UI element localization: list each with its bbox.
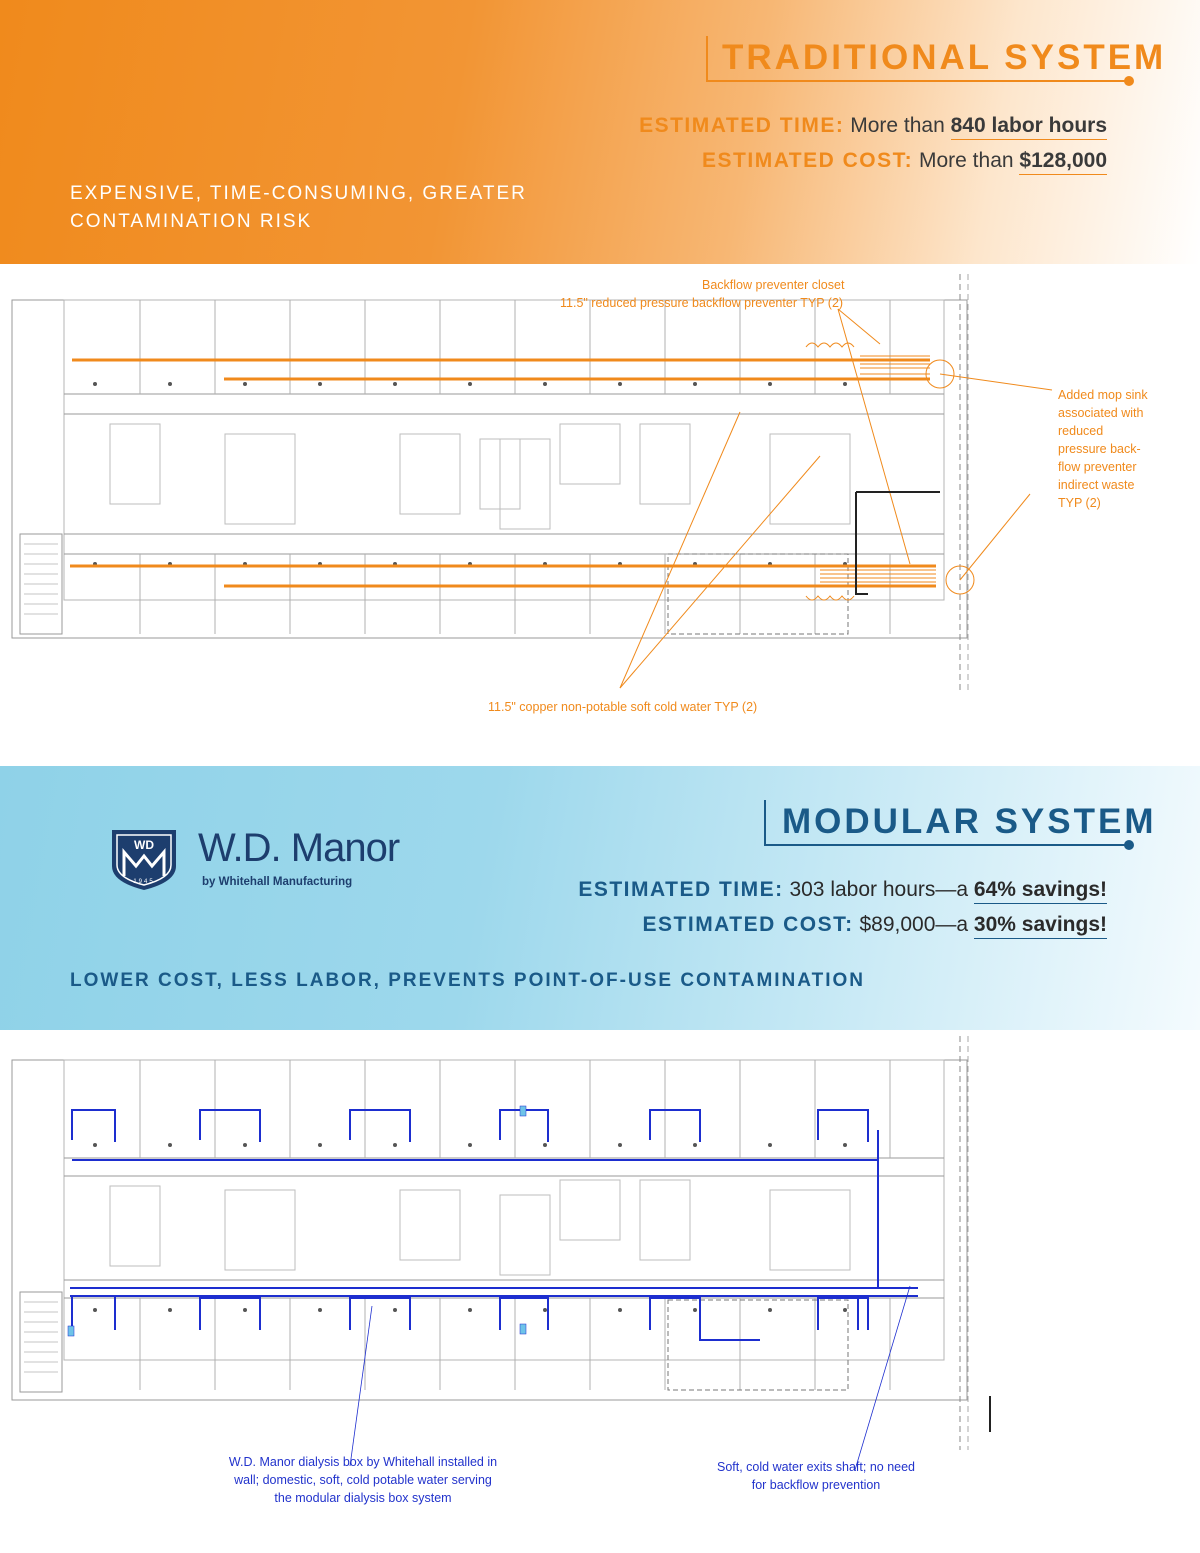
traditional-time-value: 840 labor hours: [950, 114, 1107, 140]
traditional-time-label: ESTIMATED TIME:: [639, 114, 845, 137]
traditional-cost-line: ESTIMATED COST: More than $128,000: [702, 149, 1107, 175]
traditional-title: TRADITIONAL SYSTEM: [722, 38, 1167, 77]
modular-tagline: LOWER COST, LESS LABOR, PREVENTS POINT-O…: [70, 970, 865, 991]
modular-plan-drawing: [11, 1036, 991, 1471]
callout-backflow-closet: Backflow preventer closet: [702, 278, 845, 292]
traditional-floor-plan: Backflow preventer closet 11.5" reduced …: [0, 264, 1200, 734]
traditional-cost-label: ESTIMATED COST:: [702, 149, 914, 172]
logo-letters: WD: [134, 838, 154, 852]
traditional-tagline: EXPENSIVE, TIME-CONSUMING, GREATER CONTA…: [70, 183, 527, 232]
traditional-cost-value: $128,000: [1019, 149, 1107, 175]
modular-time-line: ESTIMATED TIME: 303 labor hours—a 64% sa…: [578, 878, 1107, 904]
modular-time-text: 303 labor hours—a: [789, 878, 969, 901]
modular-cost-label: ESTIMATED COST:: [642, 913, 854, 936]
callout-mop-sink: Added mop sink associated with reduced p…: [1058, 388, 1148, 510]
modular-title: MODULAR SYSTEM: [782, 802, 1157, 841]
callout-shaft: Soft, cold water exits shaft; no need fo…: [716, 1460, 916, 1492]
modular-time-label: ESTIMATED TIME:: [578, 878, 784, 901]
modular-header-band: [0, 766, 1200, 1030]
modular-title-frame: [764, 800, 1134, 850]
callout-copper-pipe: 11.5" copper non-potable soft cold water…: [488, 700, 758, 714]
modular-floor-plan: W.D. Manor dialysis box by Whitehall ins…: [0, 1030, 1200, 1505]
traditional-time-line: ESTIMATED TIME: More than 840 labor hour…: [639, 114, 1107, 140]
brand-name: W.D. Manor: [198, 826, 400, 870]
modular-cost-value: 30% savings!: [973, 913, 1107, 939]
brand-subtitle: by Whitehall Manufacturing: [202, 876, 353, 888]
traditional-header-band: [0, 0, 1200, 264]
traditional-plan-drawing: [11, 274, 1053, 694]
logo-year: 1945: [133, 879, 154, 885]
modular-time-value: 64% savings!: [973, 878, 1107, 904]
modular-cost-line: ESTIMATED COST: $89,000—a 30% savings!: [642, 913, 1107, 939]
traditional-cost-text: More than: [919, 149, 1014, 172]
callout-dialysis-box: W.D. Manor dialysis box by Whitehall ins…: [228, 1455, 498, 1505]
callout-backflow-size: 11.5" reduced pressure backflow prevente…: [560, 296, 844, 310]
wd-manor-shield-logo: WD 1945: [112, 830, 176, 890]
modular-cost-text: $89,000—a: [859, 913, 969, 936]
traditional-time-text: More than: [850, 114, 945, 137]
traditional-title-frame: [706, 36, 1134, 86]
